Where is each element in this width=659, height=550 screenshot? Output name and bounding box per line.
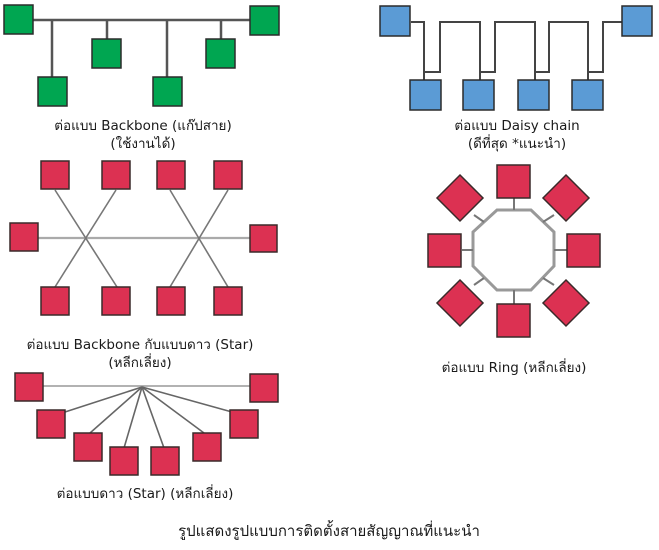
node-red	[101, 160, 131, 190]
ring-label: ต่อแบบ Ring (หลีกเลี่ยง)	[442, 359, 587, 377]
star-link	[141, 386, 205, 434]
node-red-diamond	[435, 278, 485, 328]
daisy-chain-title: ต่อแบบ Daisy chain	[454, 118, 580, 134]
ring-title: ต่อแบบ Ring (หลีกเลี่ยง)	[441, 360, 587, 376]
backbone-title: ต่อแบบ Backbone (แก๊ปสาย)	[54, 118, 232, 134]
node-blue	[409, 79, 442, 111]
backbone-star-links	[38, 189, 250, 288]
node-red	[249, 224, 278, 253]
node-green	[91, 38, 122, 69]
node-red	[249, 373, 279, 403]
node-red	[9, 222, 39, 252]
figure-caption: รูปแสดงรูปแบบการติดตั้งสายสัญญาณที่แนะนำ	[178, 522, 480, 540]
node-blue	[379, 5, 411, 37]
node-green	[249, 5, 280, 36]
node-red	[101, 286, 131, 316]
node-blue	[571, 79, 604, 111]
node-red	[192, 432, 222, 462]
ring-drop	[473, 214, 485, 223]
node-green	[3, 4, 34, 35]
backbone-star-nodes	[9, 160, 278, 316]
node-blue	[517, 79, 550, 111]
ring-drop	[542, 214, 555, 223]
node-blue	[462, 79, 495, 111]
node-red	[40, 160, 70, 190]
daisy-chain-subtitle: (ดีที่สุด *แนะนำ)	[467, 136, 567, 152]
node-green	[37, 76, 68, 107]
node-red	[156, 160, 186, 190]
node-red	[213, 286, 243, 316]
backbone-subtitle: (ใช้งานได้)	[110, 136, 176, 152]
star-nodes	[14, 372, 279, 476]
node-blue	[621, 5, 653, 37]
backbone-star-label: ต่อแบบ Backbone กับแบบดาว (Star) (หลีกเล…	[27, 336, 254, 372]
node-red	[36, 409, 66, 439]
backbone-star-subtitle: (หลีกเลี่ยง)	[108, 355, 172, 371]
node-green	[205, 38, 236, 69]
daisy-chain-cable	[411, 21, 622, 73]
ring-drop	[542, 277, 555, 286]
ring-links	[462, 197, 567, 304]
backbone-nodes	[3, 4, 280, 107]
node-red-diamond	[541, 173, 591, 223]
daisy-chain-label: ต่อแบบ Daisy chain (ดีที่สุด *แนะนำ)	[454, 117, 579, 153]
node-red	[156, 286, 186, 316]
daisy-chain-nodes	[379, 5, 653, 111]
star-link	[89, 386, 143, 434]
node-red	[14, 372, 44, 402]
ring-cable	[471, 208, 556, 292]
backbone-diagram	[32, 18, 252, 77]
node-red	[496, 164, 531, 199]
node-red	[213, 160, 243, 190]
node-red	[109, 446, 139, 476]
node-red	[229, 409, 259, 439]
node-red	[40, 286, 70, 316]
daisy-chain-links	[411, 21, 622, 80]
backbone-star-title: ต่อแบบ Backbone กับแบบดาว (Star)	[26, 337, 254, 353]
node-green	[152, 76, 183, 107]
node-red-diamond	[541, 278, 591, 328]
node-red	[496, 303, 531, 338]
star-link	[123, 386, 143, 449]
star-link	[141, 386, 233, 413]
backbone-label: ต่อแบบ Backbone (แก๊ปสาย) (ใช้งานได้)	[54, 117, 231, 153]
star-link	[141, 386, 165, 449]
node-red	[566, 233, 601, 268]
star-link	[54, 189, 117, 288]
node-red-diamond	[435, 173, 485, 223]
star-links	[43, 385, 250, 449]
ring-drop	[473, 277, 485, 286]
star-title: ต่อแบบดาว (Star) (หลีกเลี่ยง)	[56, 486, 234, 502]
star-link	[169, 189, 229, 288]
star-link	[64, 386, 143, 413]
star-label: ต่อแบบดาว (Star) (หลีกเลี่ยง)	[57, 485, 234, 503]
node-red	[73, 432, 103, 462]
node-red	[427, 233, 462, 268]
ring-nodes	[427, 164, 601, 338]
node-red	[150, 446, 180, 476]
